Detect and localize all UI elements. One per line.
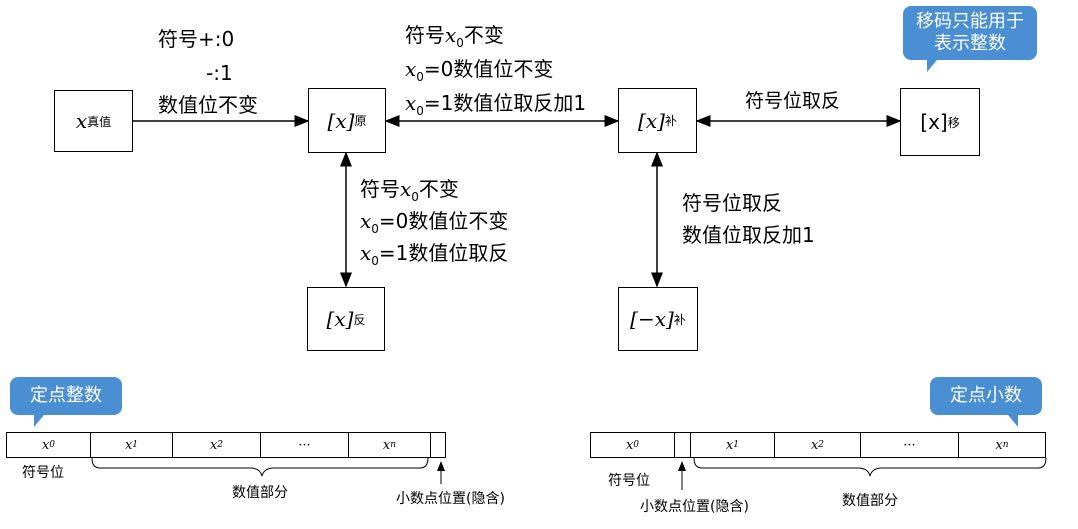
box-negcomp-sub: 补 — [673, 312, 686, 327]
frac-cell-ellipsis: ··· — [861, 433, 959, 457]
label-orig-ones-x0-zero: x0=0数值位不变 — [360, 209, 509, 236]
label-orig-comp-sign-b: 不变 — [463, 23, 504, 47]
label-sign-positive: 符号+:0 — [158, 27, 235, 51]
box-ones-var: [x] — [326, 307, 354, 331]
int-point-label: 小数点位置(隐含) — [396, 491, 505, 507]
box-complement-sub: 补 — [664, 114, 677, 128]
label-orig-comp-sign: 符号x0不变 — [405, 23, 504, 50]
bubble-fixed-integer-text: 定点整数 — [30, 385, 102, 406]
label-sign-negative: -:1 — [206, 61, 233, 85]
box-negative-complement: [−x]补 — [618, 287, 698, 351]
label-orig-comp-x0-one: x0=1数值位取反加1 — [405, 91, 587, 118]
box-original-code: [x]原 — [308, 88, 386, 153]
label-orig-comp-x0-one-text: =1数值位取反加1 — [423, 91, 587, 115]
int-cell-point — [431, 433, 445, 457]
box-true-value-var: x — [75, 109, 88, 133]
label-orig-comp-sign-a: 符号 — [405, 23, 445, 47]
box-original-sub: 原 — [354, 114, 367, 128]
label-orig-ones-sign-a: 符号 — [360, 177, 400, 201]
label-comp-neg-sign: 符号位取反 — [682, 191, 782, 215]
bubble-fixed-fraction: 定点小数 — [930, 377, 1042, 427]
label-orig-ones-x0-one: x0=1数值位取反 — [360, 241, 509, 268]
box-complement-code: [x]补 — [618, 88, 697, 153]
bubble-fixed-integer: 定点整数 — [10, 377, 122, 427]
box-complement-var: [x] — [638, 108, 665, 133]
frac-value-brace — [693, 457, 1047, 477]
box-negcomp-var: [−x] — [630, 307, 674, 331]
int-cell-ellipsis: ··· — [261, 433, 349, 457]
box-ones-sub: 反 — [353, 312, 366, 327]
frac-value-label: 数值部分 — [842, 493, 898, 509]
bubble-bias-note: 移码只能用于表示整数 — [903, 6, 1037, 72]
box-bias-var: [x] — [920, 110, 948, 134]
label-comp-neg-value: 数值位取反加1 — [682, 223, 815, 247]
box-true-value-sub: 真值 — [87, 114, 112, 129]
label-orig-ones-sign: 符号x0不变 — [360, 177, 459, 204]
label-comp-bias: 符号位取反 — [745, 90, 841, 112]
int-value-label: 数值部分 — [232, 485, 288, 501]
box-bias-code: [x]移 — [900, 88, 980, 156]
label-orig-ones-sign-b: 不变 — [418, 177, 459, 201]
box-bias-sub: 移 — [947, 115, 960, 130]
bubble-fixed-fraction-text: 定点小数 — [950, 385, 1022, 406]
frac-sign-label: 符号位 — [608, 473, 650, 489]
label-orig-ones-x0-one-text: =1数值位取反 — [378, 241, 509, 265]
bubble-bias-note-text: 移码只能用于表示整数 — [916, 11, 1024, 54]
frac-point-label: 小数点位置(隐含) — [640, 499, 749, 515]
label-value-unchanged: 数值位不变 — [158, 93, 258, 117]
label-orig-comp-x0-zero-text: =0数值位不变 — [423, 57, 554, 81]
label-orig-comp-x0-zero: x0=0数值位不变 — [405, 57, 554, 84]
int-value-brace — [91, 457, 429, 477]
box-original-var: [x] — [327, 108, 355, 133]
frac-cell-point — [675, 433, 691, 457]
box-ones-complement: [x]反 — [307, 287, 385, 351]
int-sign-label: 符号位 — [22, 465, 64, 481]
label-orig-ones-x0-zero-text: =0数值位不变 — [378, 209, 509, 233]
